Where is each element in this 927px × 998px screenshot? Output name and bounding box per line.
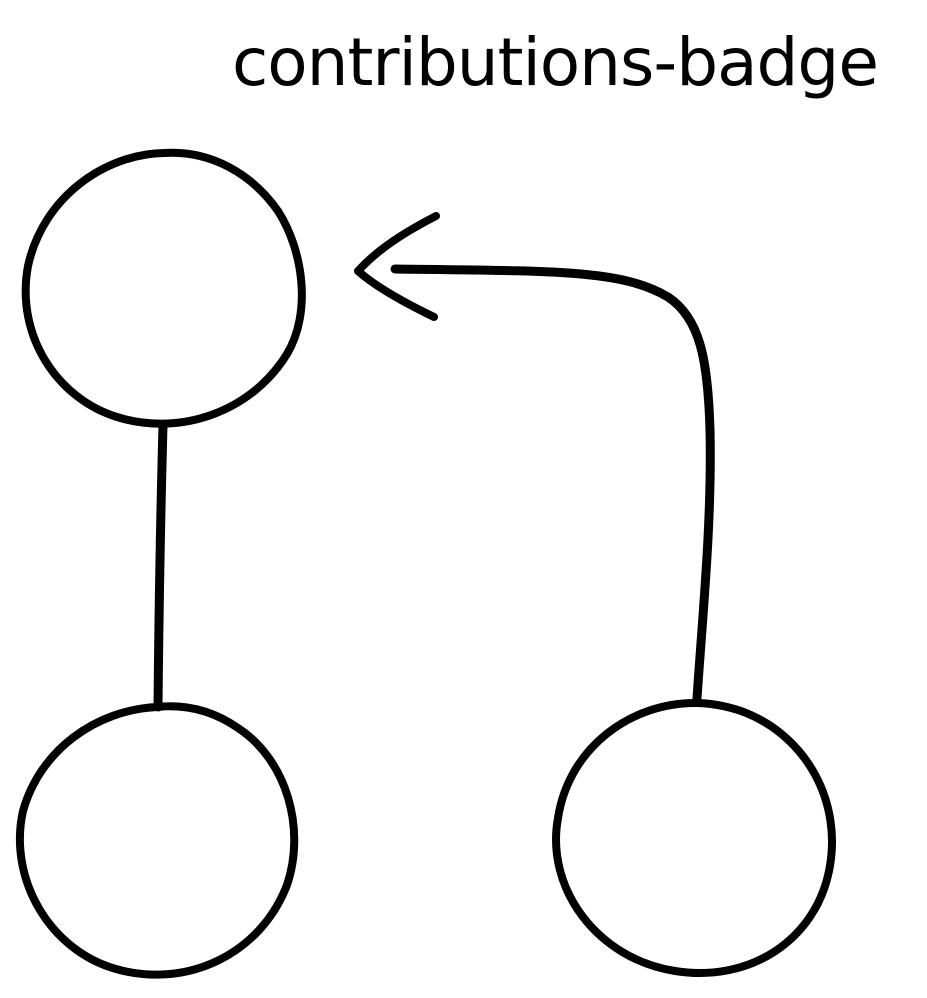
- node-bottom-right: [552, 699, 836, 977]
- edge-arrowhead: [354, 212, 440, 321]
- edge-line: [153, 420, 168, 712]
- node-bottom-left: [15, 702, 299, 979]
- node-top-left: [21, 148, 306, 428]
- edge-arrow-shaft: [390, 264, 715, 703]
- diagram-title: contributions-badge: [232, 24, 879, 101]
